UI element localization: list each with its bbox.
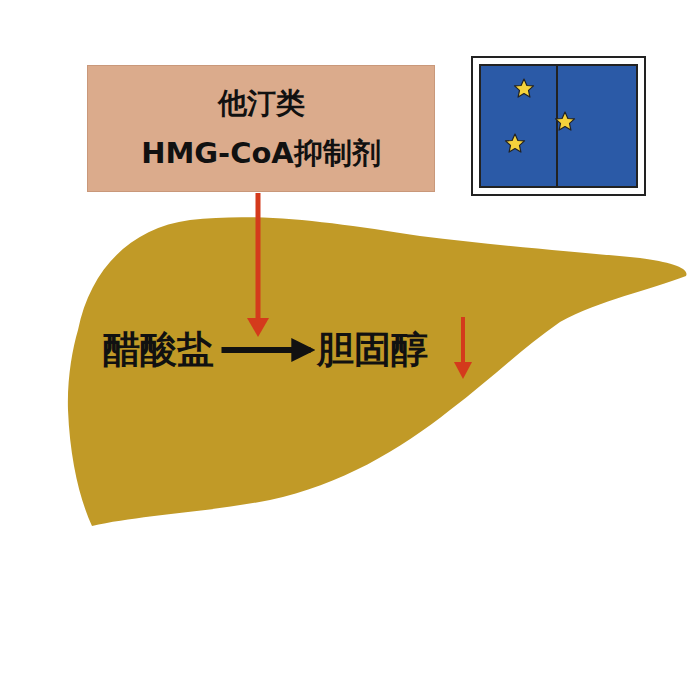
substrate-label: 醋酸盐 xyxy=(103,328,214,372)
decrease-arrow xyxy=(454,317,472,379)
node-text: 胆固醇 xyxy=(317,328,428,372)
liver-shape xyxy=(68,217,687,526)
flow-arrow xyxy=(222,347,311,353)
node-text: HMG-CoA抑制剂 xyxy=(141,129,381,178)
inhibition-arrow xyxy=(247,193,269,337)
node-text: 醋酸盐 xyxy=(103,328,214,372)
product-label: 胆固醇 xyxy=(317,328,428,372)
node-text: 他汀类 xyxy=(218,79,305,128)
window-icon xyxy=(472,57,645,195)
drug-box: 他汀类HMG-CoA抑制剂 xyxy=(87,65,435,192)
